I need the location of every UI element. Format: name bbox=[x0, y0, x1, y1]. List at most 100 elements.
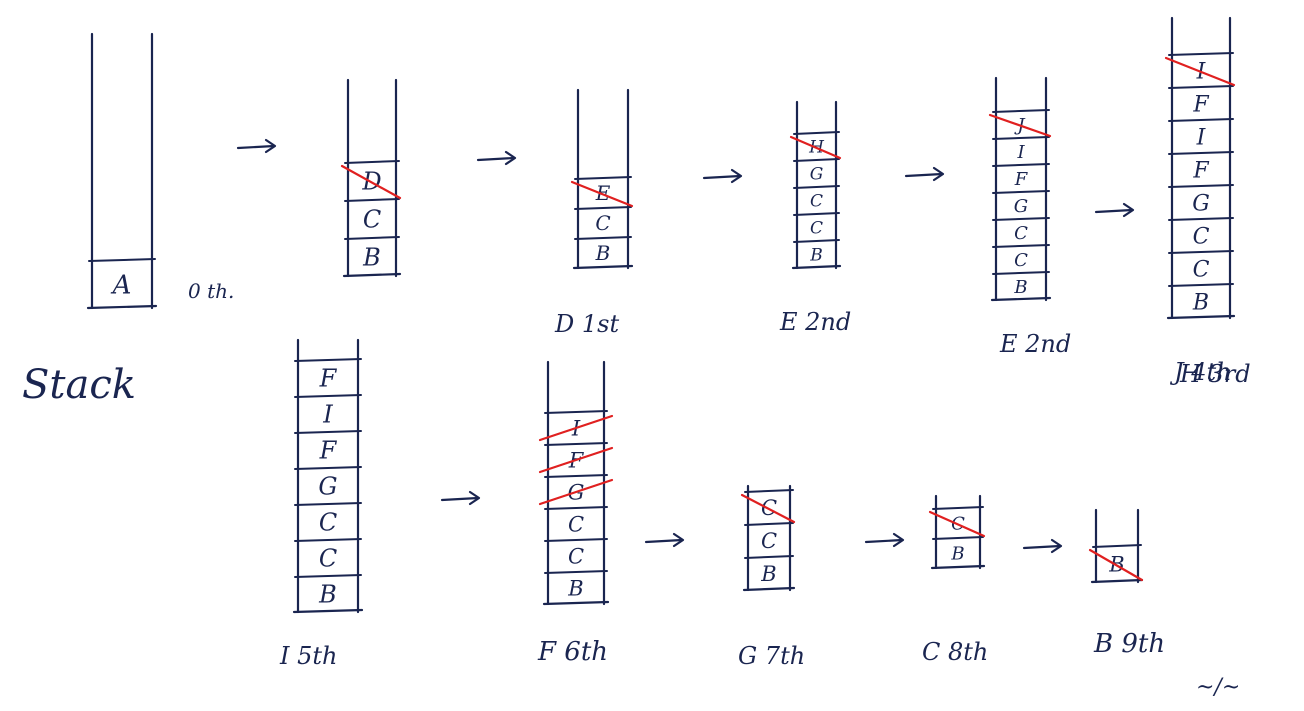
stack-base bbox=[86, 304, 158, 310]
stack-cell-divider bbox=[544, 506, 608, 510]
arrow-head bbox=[1050, 538, 1063, 554]
stack-cell-divider bbox=[1168, 118, 1234, 122]
stack-caption: F 6th bbox=[537, 637, 608, 667]
stack-item: C bbox=[810, 219, 823, 239]
stack-cell-divider bbox=[932, 536, 984, 540]
stack-cell-divider bbox=[1168, 283, 1234, 287]
transition-arrow bbox=[644, 532, 685, 548]
stack-item: I bbox=[1196, 125, 1207, 150]
stack-cell-divider bbox=[1168, 85, 1234, 89]
stack-caption: E 2nd bbox=[779, 308, 851, 336]
stack-cell-divider bbox=[294, 358, 362, 362]
stack-item: F bbox=[1014, 169, 1029, 190]
stack-cell-divider bbox=[744, 489, 794, 493]
stack-item: B bbox=[760, 562, 776, 586]
stack-item: C bbox=[1014, 223, 1028, 244]
stack-item: C bbox=[761, 529, 777, 553]
stack-cell-divider bbox=[574, 236, 632, 240]
stack-item: C bbox=[568, 513, 584, 537]
strike-mark bbox=[570, 180, 634, 208]
stack-cell-divider bbox=[744, 522, 794, 526]
stack-cell-divider bbox=[344, 160, 400, 164]
stack-item: C bbox=[319, 545, 337, 573]
footer-mark: ~/~ bbox=[1196, 675, 1240, 700]
stack-item: C bbox=[363, 206, 381, 234]
stack-item: C bbox=[595, 211, 610, 235]
stack-2: DCBD 1st bbox=[340, 78, 619, 338]
stack-base bbox=[1090, 578, 1144, 584]
stack-cell-divider bbox=[1168, 250, 1234, 254]
arrow-head bbox=[504, 150, 517, 166]
stack-item: C bbox=[1193, 257, 1210, 282]
stack-cell-divider bbox=[793, 212, 840, 216]
stack-item: F bbox=[1192, 158, 1209, 183]
stack-item: F bbox=[319, 437, 338, 465]
stack-cell-divider bbox=[1168, 52, 1234, 56]
stack-item: G bbox=[1192, 191, 1210, 216]
stack-cell-divider bbox=[544, 474, 608, 478]
arrow-shaft bbox=[476, 156, 516, 162]
arrow-head bbox=[468, 490, 481, 506]
stack-caption: 0 th. bbox=[188, 279, 234, 303]
stack-cell-divider bbox=[88, 258, 156, 262]
stack-cell-divider bbox=[574, 176, 632, 180]
stack-cell-divider bbox=[344, 236, 400, 240]
stack-item: B bbox=[318, 581, 337, 609]
stack-item: C bbox=[319, 509, 337, 537]
stack-base bbox=[930, 564, 986, 570]
transition-arrow bbox=[440, 490, 481, 506]
stack-cell-divider bbox=[294, 394, 362, 398]
arrow-head bbox=[892, 532, 905, 548]
stack-cell-divider bbox=[793, 158, 840, 162]
stack-cell-divider bbox=[544, 538, 608, 542]
stack-cell-divider bbox=[992, 217, 1050, 221]
stack-item: C bbox=[810, 192, 823, 212]
transition-arrow bbox=[1094, 202, 1135, 218]
stack-8: IFGCCBF 6th bbox=[537, 360, 614, 667]
stack-cell-divider bbox=[294, 574, 362, 578]
stack-9: CCBG 7th bbox=[738, 484, 805, 670]
stack-cell-divider bbox=[992, 136, 1050, 140]
stack-base bbox=[342, 272, 402, 278]
arrow-shaft bbox=[864, 538, 904, 544]
strike-mark bbox=[928, 510, 986, 538]
stack-cell-divider bbox=[574, 206, 632, 210]
stack-item: B bbox=[950, 543, 964, 564]
stack-caption: G 7th bbox=[738, 642, 805, 670]
transition-arrow bbox=[864, 532, 905, 548]
arrow-shaft bbox=[440, 496, 480, 502]
stack-base bbox=[791, 264, 842, 270]
stack-base bbox=[990, 296, 1052, 302]
arrow-head bbox=[730, 168, 743, 184]
stack-4: HGCCBE 2nd bbox=[789, 100, 1071, 358]
stack-6: IFIFGCCBJ 4th bbox=[1164, 16, 1236, 386]
arrow-shaft bbox=[1094, 208, 1134, 214]
stack-item: B bbox=[1013, 277, 1027, 298]
strike-mark bbox=[740, 493, 796, 524]
stack-cell-divider bbox=[1168, 151, 1234, 155]
arrow-shaft bbox=[702, 174, 742, 180]
stack-item: B bbox=[362, 244, 381, 272]
stack-cell-divider bbox=[344, 198, 400, 202]
stack-caption: E 2nd bbox=[999, 330, 1071, 358]
diagram-title: Stack bbox=[22, 362, 136, 408]
stack-item: F bbox=[1192, 92, 1209, 117]
stack-cell-divider bbox=[544, 442, 608, 446]
strike-mark bbox=[538, 446, 614, 474]
stack-item: B bbox=[595, 241, 611, 265]
stack-cell-divider bbox=[544, 570, 608, 574]
stack-item: B bbox=[809, 246, 823, 266]
arrow-shaft bbox=[904, 172, 944, 178]
arrow-head bbox=[264, 138, 277, 154]
stack-cell-divider bbox=[294, 466, 362, 470]
stack-base bbox=[572, 264, 634, 270]
stack-base bbox=[542, 600, 610, 606]
stack-item: B bbox=[1192, 290, 1209, 315]
stack-item: G bbox=[810, 165, 824, 185]
stack-item: G bbox=[318, 473, 337, 501]
